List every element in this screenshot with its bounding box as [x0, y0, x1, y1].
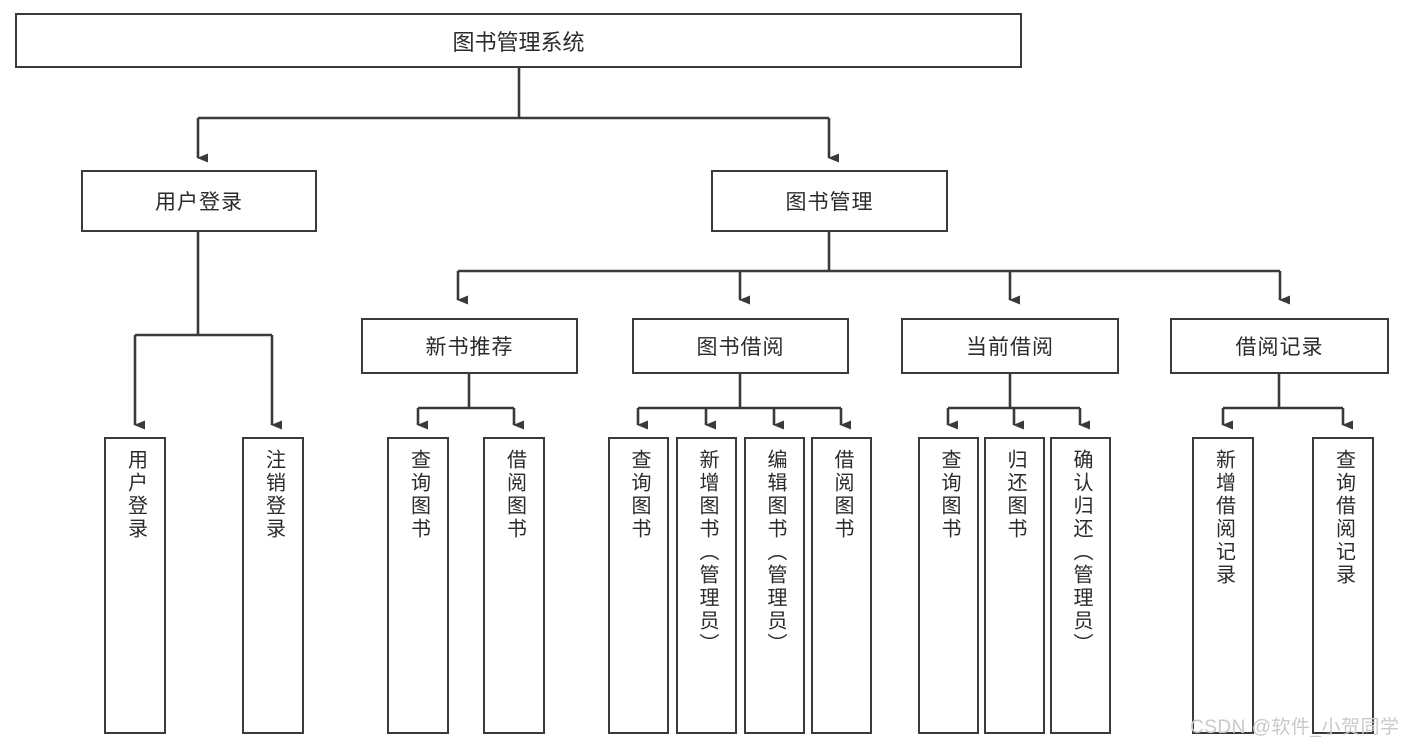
node-label: 用户登录 [155, 191, 243, 214]
node-label: 归还图书 [1004, 449, 1026, 541]
node-label: 新书推荐 [425, 336, 514, 359]
node-user-login[interactable]: 用户登录 [81, 170, 317, 232]
leaf-query-borrow-record[interactable]: 查询借阅记录 [1312, 437, 1374, 734]
node-root-system[interactable]: 图书管理系统 [15, 13, 1022, 68]
node-current-borrow[interactable]: 当前借阅 [901, 318, 1119, 374]
leaf-add-book-admin[interactable]: 新增图书（管理员） [676, 437, 737, 734]
leaf-add-borrow-record[interactable]: 新增借阅记录 [1192, 437, 1254, 734]
leaf-user-login[interactable]: 用户登录 [104, 437, 166, 734]
node-book-management[interactable]: 图书管理 [711, 170, 948, 232]
node-label: 图书借阅 [696, 336, 785, 359]
leaf-query-book-recommend[interactable]: 查询图书 [387, 437, 449, 734]
node-label: 图书管理 [785, 191, 874, 214]
leaf-logout[interactable]: 注销登录 [242, 437, 304, 734]
node-label: 查询图书 [407, 449, 430, 541]
node-borrow-record[interactable]: 借阅记录 [1170, 318, 1389, 374]
leaf-borrow-book[interactable]: 借阅图书 [811, 437, 872, 734]
leaf-return-book[interactable]: 归还图书 [984, 437, 1045, 734]
node-book-borrow[interactable]: 图书借阅 [632, 318, 849, 374]
node-label: 借阅图书 [503, 449, 526, 541]
leaf-confirm-return-admin[interactable]: 确认归还（管理员） [1050, 437, 1111, 734]
node-label: 查询图书 [628, 449, 650, 541]
csdn-watermark: CSDN @软件_小贺同学 [1190, 717, 1400, 738]
node-label: 编辑图书（管理员） [764, 449, 786, 656]
node-label: 图书管理系统 [452, 29, 585, 55]
leaf-query-book-borrow[interactable]: 查询图书 [608, 437, 669, 734]
node-label: 新增借阅记录 [1212, 449, 1235, 587]
node-label: 借阅图书 [831, 449, 853, 541]
node-label: 新增图书（管理员） [696, 449, 718, 656]
node-label: 查询借阅记录 [1332, 449, 1355, 587]
leaf-edit-book-admin[interactable]: 编辑图书（管理员） [744, 437, 805, 734]
node-label: 查询图书 [938, 449, 960, 541]
node-label: 借阅记录 [1235, 336, 1324, 359]
leaf-query-book-current[interactable]: 查询图书 [918, 437, 979, 734]
node-label: 用户登录 [124, 449, 147, 541]
leaf-borrow-book-recommend[interactable]: 借阅图书 [483, 437, 545, 734]
node-label: 当前借阅 [966, 336, 1054, 359]
node-label: 确认归还（管理员） [1070, 449, 1092, 656]
node-label: 注销登录 [262, 449, 285, 541]
node-new-book-recommend[interactable]: 新书推荐 [361, 318, 578, 374]
